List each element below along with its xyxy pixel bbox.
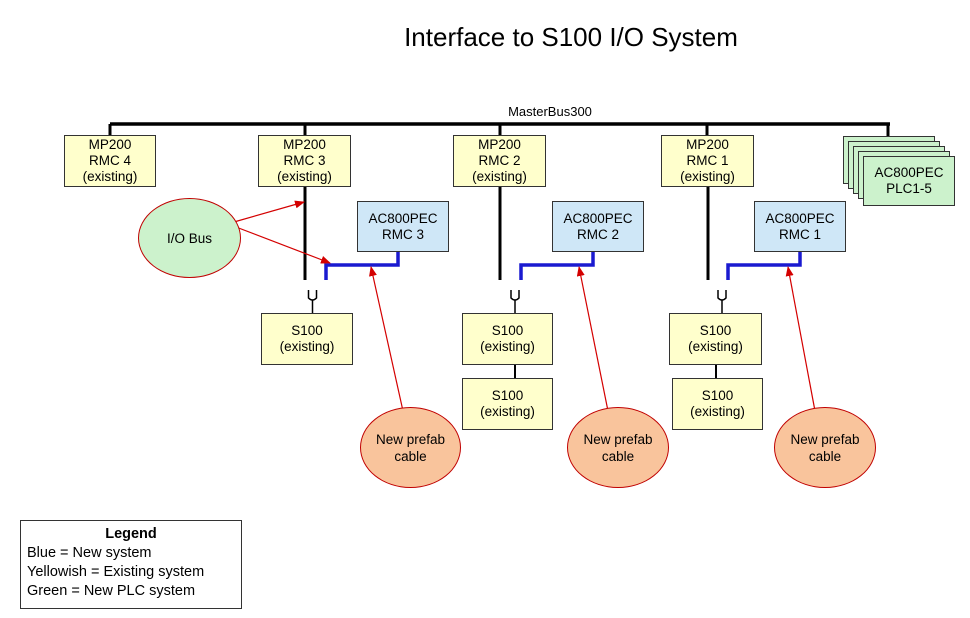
ellipse-label: cable — [394, 448, 427, 464]
arrow-prefab-rmc2 — [576, 266, 609, 412]
blue-bus-rmc2 — [519, 252, 595, 280]
box-line: S100 — [491, 323, 524, 338]
box-line: RMC 3 — [381, 226, 424, 242]
legend-box: Legend Blue = New system Yellowish = Exi… — [20, 520, 242, 609]
y-connector-rmc3 — [307, 290, 318, 313]
s100-rmc1-box-1: S100 (existing) — [669, 313, 762, 365]
ellipse-label: cable — [808, 448, 842, 464]
legend-title: Legend — [105, 526, 157, 542]
box-line: (existing) — [680, 169, 735, 184]
io-bus-ellipse: I/O Bus — [138, 198, 241, 278]
ac800pec-plc-box: AC800PEC PLC1-5 — [863, 156, 955, 206]
ac800pec-rmc2-box: AC800PEC RMC 2 — [552, 201, 644, 252]
arrow-prefab-rmc3 — [369, 266, 404, 412]
legend-item-green: Green = New PLC system — [27, 583, 196, 599]
mp200-rmc1-box: MP200 RMC 1 (existing) — [661, 135, 754, 187]
box-line: RMC 4 — [88, 153, 131, 168]
box-line: RMC 1 — [686, 153, 729, 168]
box-line: MP200 — [283, 137, 326, 152]
prefab-cable-ellipse-rmc3: New prefab cable — [360, 407, 461, 488]
s100-rmc1-box-2: S100 (existing) — [672, 378, 763, 430]
legend-item-blue: Blue = New system — [27, 545, 152, 561]
y-connector-rmc1 — [717, 290, 727, 313]
ellipse-label: New prefab — [375, 431, 446, 447]
box-line: (existing) — [690, 404, 745, 419]
box-line: (existing) — [480, 339, 535, 354]
box-line: S100 — [699, 323, 732, 338]
box-line: (existing) — [279, 339, 335, 354]
ellipse-label: I/O Bus — [166, 230, 212, 246]
box-line: (existing) — [688, 339, 743, 354]
s100-rmc2-box-1: S100 (existing) — [462, 313, 553, 365]
s100-rmc2-box-2: S100 (existing) — [462, 378, 553, 430]
box-line: AC800PEC — [874, 165, 944, 180]
box-line: PLC1-5 — [886, 181, 932, 196]
blue-bus-rmc3 — [324, 252, 400, 280]
box-line: S100 — [701, 388, 734, 403]
box-line: S100 — [491, 388, 524, 403]
mp200-rmc2-box: MP200 RMC 2 (existing) — [453, 135, 546, 187]
arrow-io-bus-2 — [235, 226, 331, 264]
box-line: (existing) — [472, 169, 527, 184]
box-line: RMC 3 — [283, 153, 326, 168]
box-line: RMC 1 — [778, 226, 821, 242]
box-line: MP200 — [686, 137, 729, 152]
mp200-rmc4-box: MP200 RMC 4 (existing) — [64, 135, 156, 187]
box-line: (existing) — [480, 404, 535, 419]
s100-rmc3-box: S100 (existing) — [261, 313, 353, 365]
box-line: S100 — [291, 323, 323, 338]
box-line: MP200 — [88, 137, 132, 152]
box-line: AC800PEC — [765, 210, 835, 226]
ac800pec-rmc3-box: AC800PEC RMC 3 — [357, 201, 449, 252]
box-line: AC800PEC — [563, 210, 633, 226]
ac800pec-rmc1-box: AC800PEC RMC 1 — [754, 201, 846, 252]
blue-bus-rmc1 — [726, 252, 802, 280]
arrow-io-bus-1 — [233, 200, 305, 223]
ellipse-label: cable — [601, 448, 635, 464]
ellipse-label: New prefab — [790, 431, 860, 447]
box-line: RMC 2 — [576, 226, 619, 242]
diagram-title: Interface to S100 I/O System — [404, 22, 738, 52]
y-connector-rmc2 — [510, 290, 520, 313]
prefab-cable-ellipse-rmc2: New prefab cable — [567, 407, 669, 488]
box-line: MP200 — [478, 137, 521, 152]
ellipse-label: New prefab — [583, 431, 653, 447]
box-line: (existing) — [82, 169, 138, 184]
prefab-cable-ellipse-rmc1: New prefab cable — [774, 407, 876, 488]
box-line: RMC 2 — [478, 153, 521, 168]
arrow-prefab-rmc1 — [785, 266, 816, 412]
box-line: AC800PEC — [368, 210, 438, 226]
box-line: (existing) — [277, 169, 332, 184]
legend-item-yellowish: Yellowish = Existing system — [27, 564, 205, 580]
masterbus-label: MasterBus300 — [508, 104, 592, 119]
mp200-rmc3-box: MP200 RMC 3 (existing) — [258, 135, 351, 187]
